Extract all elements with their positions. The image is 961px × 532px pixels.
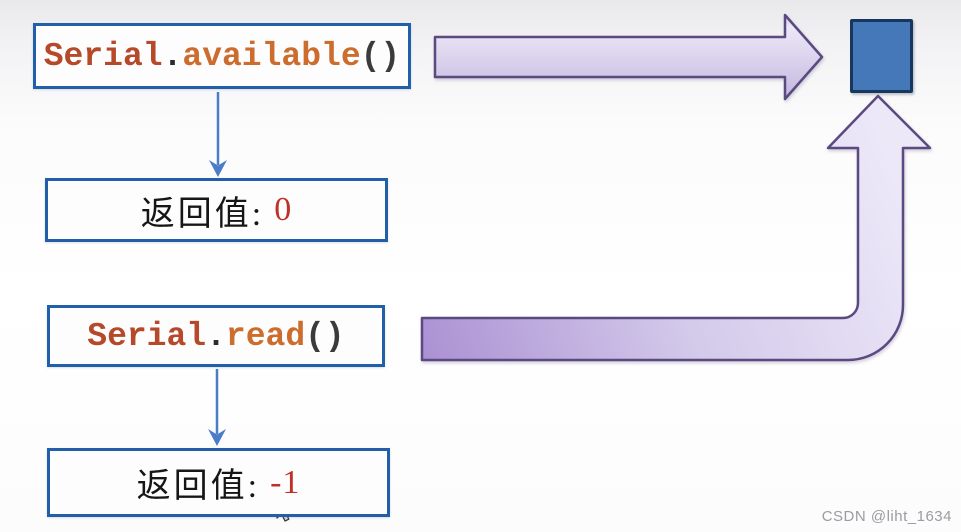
code-method-label: read: [225, 317, 306, 355]
serial-read-box: Serial.read(): [47, 305, 385, 367]
csdn-watermark: CSDN @liht_1634: [821, 508, 952, 525]
return-value-zero-box: 返回值:0: [45, 178, 388, 242]
code-method-label: available: [182, 37, 361, 75]
connector-arrow-available-to-return: [209, 92, 227, 177]
serial-buffer-block: [850, 19, 913, 93]
flow-arrow-right: [433, 13, 824, 101]
code-dot: .: [162, 37, 183, 75]
serial-available-box: Serial.available(): [33, 23, 411, 89]
return-value-neg-one-box: 返回值:-1: [47, 448, 390, 517]
connector-arrow-read-to-return: [208, 369, 226, 446]
return-value: 0: [274, 191, 293, 228]
code-parens: (): [305, 317, 345, 355]
code-object-label: Serial: [43, 37, 163, 75]
flow-arrow-curved-up: [420, 94, 932, 362]
return-label: 返回值:: [136, 468, 261, 505]
code-object-label: Serial: [87, 317, 207, 355]
return-value: -1: [270, 463, 301, 501]
code-dot: .: [206, 317, 226, 355]
return-label: 返回值:: [140, 195, 265, 233]
code-parens: (): [360, 37, 401, 75]
